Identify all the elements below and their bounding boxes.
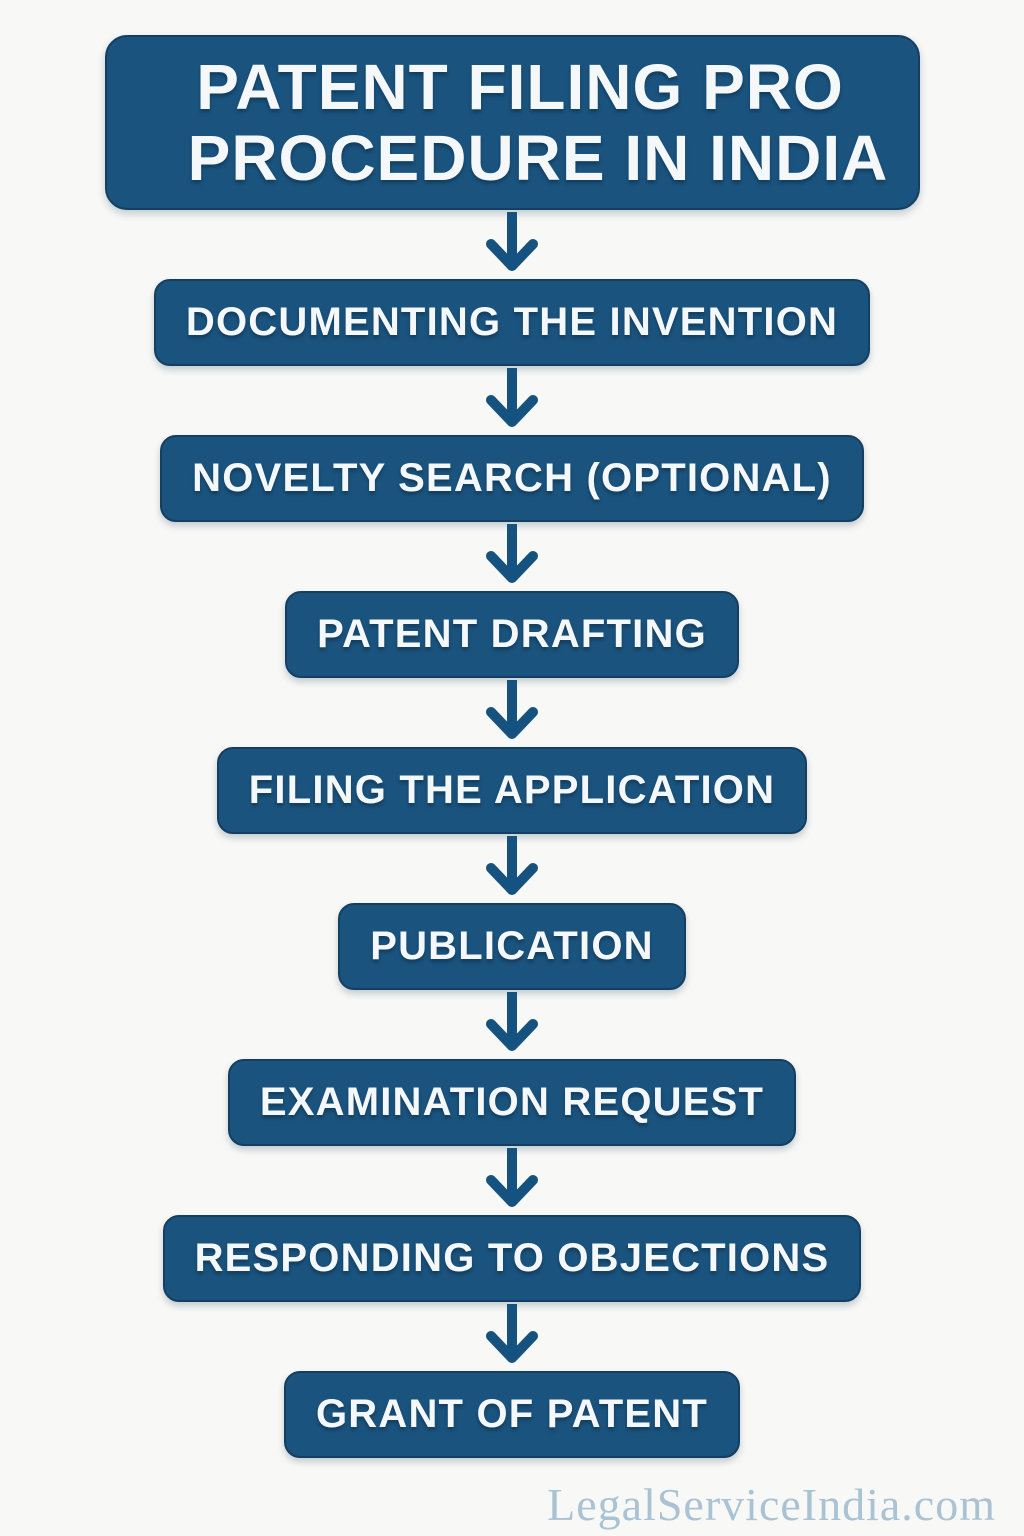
page-title-line-1: PATENT FILING PRO — [196, 50, 844, 123]
arrow-down-icon — [486, 524, 538, 583]
flow-step: RESPONDING TO OBJECTIONS — [162, 1215, 862, 1302]
arrow-down-icon — [486, 212, 538, 271]
flow-step: DOCUMENTING THE INVENTION — [153, 279, 871, 366]
footer-brand: LegalServiceIndia.com — [547, 1479, 996, 1530]
flow-step: FILING THE APPLICATION — [216, 747, 808, 834]
flow-step: EXAMINATION REQUEST — [227, 1059, 797, 1146]
arrow-down-icon — [486, 368, 538, 427]
flow-step: GRANT OF PATENT — [283, 1371, 741, 1458]
flowchart: DOCUMENTING THE INVENTION NOVELTY SEARCH… — [0, 210, 1024, 1458]
arrow-down-icon — [486, 1148, 538, 1207]
title-box: PATENT FILING PRO PROCEDURE IN INDIA — [104, 35, 920, 210]
flow-step: PUBLICATION — [338, 903, 686, 990]
arrow-down-icon — [486, 1304, 538, 1363]
flow-step-label: FILING THE APPLICATION — [248, 768, 776, 812]
page-title-line-2: PROCEDURE IN INDIA — [187, 121, 889, 194]
flow-step-label: EXAMINATION REQUEST — [259, 1080, 765, 1124]
arrow-down-icon — [486, 680, 538, 739]
flow-step-label: GRANT OF PATENT — [315, 1392, 709, 1436]
flow-step-label: NOVELTY SEARCH (OPTIONAL) — [192, 456, 832, 500]
flow-step-label: DOCUMENTING THE INVENTION — [185, 300, 839, 344]
arrow-down-icon — [486, 992, 538, 1051]
flow-step-label: RESPONDING TO OBJECTIONS — [194, 1236, 830, 1280]
flow-step-label: PUBLICATION — [370, 924, 654, 968]
arrow-down-icon — [486, 836, 538, 895]
flow-step: NOVELTY SEARCH (OPTIONAL) — [160, 435, 864, 522]
flow-step: PATENT DRAFTING — [285, 591, 739, 678]
flow-step-label: PATENT DRAFTING — [317, 612, 707, 656]
